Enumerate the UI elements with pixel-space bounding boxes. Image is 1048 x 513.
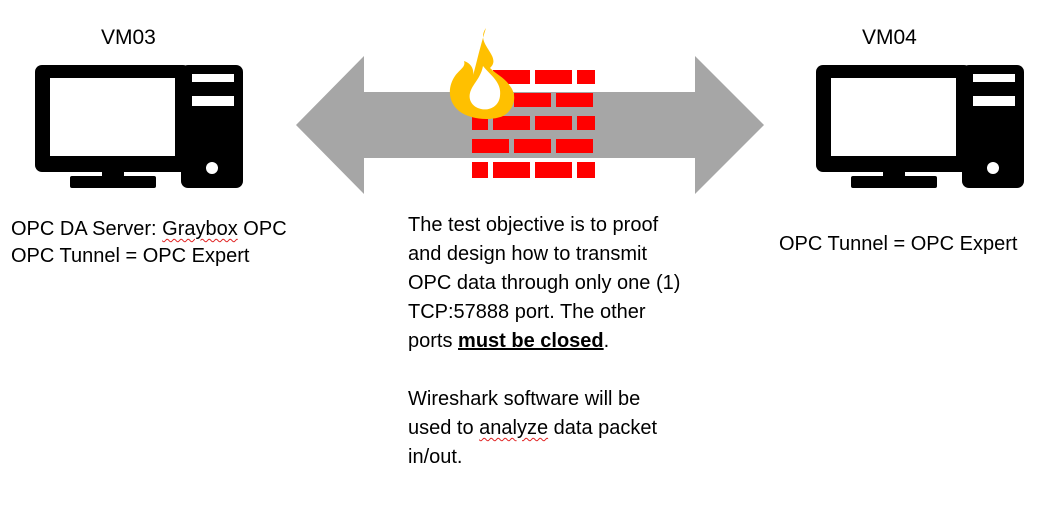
computer-tower <box>962 65 1024 188</box>
desktop-computer-icon <box>35 65 243 188</box>
wireshark-paragraph: Wireshark software will be used to analy… <box>408 388 658 468</box>
spellcheck-flagged-word: analyze <box>479 417 549 439</box>
vm03-label: VM03 <box>101 26 156 49</box>
firewall-icon <box>449 28 595 178</box>
desktop-computer-icon <box>816 65 1024 188</box>
emphasis-text: must be closed <box>458 330 604 352</box>
monitor <box>816 65 971 188</box>
vm03-tunnel-line: OPC Tunnel = OPC Expert <box>11 245 250 267</box>
test-objective-text: The test objective is to proof and desig… <box>408 211 688 472</box>
spellcheck-flagged-word: Graybox <box>162 218 238 240</box>
vm03-server-line: OPC DA Server: Graybox OPC <box>11 218 287 240</box>
objective-paragraph: The test objective is to proof and desig… <box>408 214 681 352</box>
computer-tower <box>181 65 243 188</box>
monitor <box>35 65 190 188</box>
vm04-label: VM04 <box>862 26 917 49</box>
vm04-description: OPC Tunnel = OPC Expert <box>779 233 1018 255</box>
firewall-bricks <box>472 70 595 178</box>
flame-icon <box>449 28 515 119</box>
vm03-description: OPC DA Server: Graybox OPC OPC Tunnel = … <box>11 216 287 270</box>
